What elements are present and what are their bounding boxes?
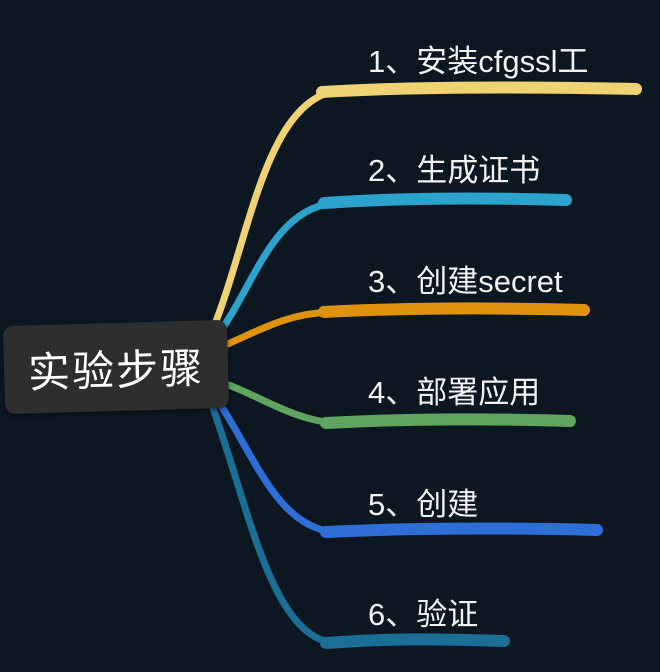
branch-curve-4 (210, 376, 339, 427)
branch-topic-4[interactable]: 4、部署应用 (368, 375, 541, 410)
branch-topic-3[interactable]: 3、创建secret (368, 264, 563, 299)
branch-underline-2 (318, 192, 572, 209)
branch-underline-6 (320, 633, 510, 649)
branch-curve-1 (206, 88, 334, 340)
branch-underline-3 (318, 302, 590, 318)
branch-topic-5[interactable]: 5、创建 (368, 487, 479, 522)
root-topic-label: 实验步骤 (27, 344, 205, 396)
branch-curve-5 (208, 388, 339, 536)
branch-topic-1[interactable]: 1、安装cfgssl工 (368, 44, 589, 79)
branch-underline-4 (320, 413, 576, 429)
branch-curve-6 (206, 396, 339, 647)
branch-underline-5 (320, 522, 603, 538)
branch-curve-2 (208, 199, 336, 346)
root-topic[interactable]: 实验步骤 (2, 319, 230, 415)
branch-topic-6[interactable]: 6、验证 (368, 597, 479, 632)
branch-underline-1 (316, 81, 642, 98)
branch-topic-2[interactable]: 2、生成证书 (368, 153, 541, 188)
